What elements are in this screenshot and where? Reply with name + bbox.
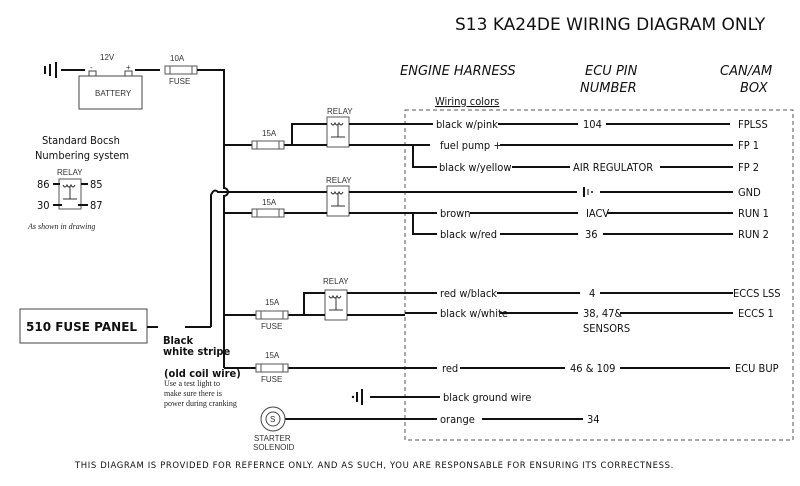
row-wires xyxy=(405,123,733,420)
pin-86: 86 xyxy=(37,178,50,191)
fuse-3-rating: 15A xyxy=(265,298,280,307)
wire-black-red: black w/red xyxy=(440,228,497,241)
box-run1: RUN 1 xyxy=(738,207,769,220)
fuse-3-label: FUSE xyxy=(261,322,282,331)
starter-symbol: S xyxy=(270,415,275,424)
pin-104: 104 xyxy=(583,118,602,131)
fuse-2 xyxy=(251,208,285,218)
battery-neg: - xyxy=(90,63,93,72)
box-ecu-bup: ECU BUP xyxy=(735,362,779,375)
bosch-title-1: Standard Bocsh xyxy=(42,134,120,147)
box-fp2: FP 2 xyxy=(738,161,759,174)
wire-brown: brown xyxy=(440,207,471,220)
wire-fuel-pump: fuel pump + xyxy=(440,139,502,152)
box-run2: RUN 2 xyxy=(738,228,769,241)
battery: BATTERY 12V - + xyxy=(44,53,160,110)
wire-red: red xyxy=(442,362,458,375)
box-fplss: FPLSS xyxy=(738,118,768,131)
ground-symbol xyxy=(351,389,363,405)
relay-3 xyxy=(324,289,348,321)
disclaimer: THIS DIAGRAM IS PROVIDED FOR REFERNCE ON… xyxy=(74,461,674,471)
main-fuse-label: FUSE xyxy=(169,77,190,86)
box-gnd: GND xyxy=(738,186,761,199)
fuse-4 xyxy=(255,363,289,373)
bosch-title-2: Numbering system xyxy=(35,149,129,162)
wire-black-white: black w/white xyxy=(440,307,508,320)
relay-3-label: RELAY xyxy=(323,277,349,286)
header-box: CAN/AM xyxy=(720,64,772,79)
relay-1-label: RELAY xyxy=(327,107,353,116)
header-engine-harness: ENGINE HARNESS xyxy=(400,64,516,79)
bosch-legend: Standard Bocsh Numbering system RELAY 86… xyxy=(27,134,129,231)
coil-note-2: Use a test light to xyxy=(164,379,220,388)
pin-sensors: SENSORS xyxy=(583,322,630,335)
header-ecu-number: NUMBER xyxy=(580,81,637,96)
relay-1 xyxy=(326,116,350,148)
fuse-2-rating: 15A xyxy=(262,198,277,207)
pin-air-regulator: AIR REGULATOR xyxy=(573,161,653,174)
relay-2 xyxy=(326,185,350,217)
battery-pos: + xyxy=(126,63,131,72)
pin-34: 34 xyxy=(587,413,600,426)
wire-black-ground: black ground wire xyxy=(443,391,531,404)
coil-note-3: make sure there is xyxy=(164,389,222,398)
main-fuse xyxy=(164,65,198,75)
power-bus xyxy=(197,69,229,368)
pin-38-47: 38, 47& xyxy=(583,307,622,320)
pin-87: 87 xyxy=(90,199,103,212)
starter-label-2: SOLENOID xyxy=(253,443,295,452)
starter-solenoid: S STARTER SOLENOID xyxy=(253,406,295,452)
wire-red-black: red w/black xyxy=(440,287,497,300)
fuse-1 xyxy=(251,140,285,150)
fuse-4-label: FUSE xyxy=(261,375,282,384)
header-ecu-pin: ECU PIN xyxy=(585,64,638,79)
header-box-2: BOX xyxy=(740,81,769,96)
coil-note: (old coil wire) xyxy=(164,367,241,380)
diagram-title: S13 KA24DE WIRING DIAGRAM ONLY xyxy=(455,15,766,35)
pin-46-109: 46 & 109 xyxy=(570,362,615,375)
battery-voltage: 12V xyxy=(100,53,115,62)
wire-black-pink: black w/pink xyxy=(436,118,498,131)
box-eccs-lss: ECCS LSS xyxy=(733,287,781,300)
fuse-3 xyxy=(255,310,289,320)
coil-note-4: power during cranking xyxy=(164,399,237,408)
battery-label: BATTERY xyxy=(95,89,132,98)
bosch-note: As shown in drawing xyxy=(27,222,95,231)
pin-4: 4 xyxy=(589,287,595,300)
pin-30: 30 xyxy=(37,199,50,212)
box-eccs1: ECCS 1 xyxy=(738,307,774,320)
fuse-4-rating: 15A xyxy=(265,351,280,360)
pin-85: 85 xyxy=(90,178,103,191)
box-fp1: FP 1 xyxy=(738,139,759,152)
wire-orange: orange xyxy=(440,413,475,426)
wire-black-yellow: black w/yellow xyxy=(439,161,511,174)
ecu-box-outline xyxy=(404,109,794,441)
relay-2-label: RELAY xyxy=(326,176,352,185)
wiring-colors-label: Wiring colors xyxy=(435,95,499,108)
fuse-panel xyxy=(19,308,148,344)
pin-36: 36 xyxy=(585,228,598,241)
wire-label-2: white stripe xyxy=(163,345,230,358)
wire-label-1: Black xyxy=(163,334,193,347)
fuse-1-rating: 15A xyxy=(262,129,277,138)
main-fuse-rating: 10A xyxy=(170,54,185,63)
bosch-relay-label: RELAY xyxy=(57,168,83,177)
fuse-panel-label: 510 FUSE PANEL xyxy=(26,320,137,334)
starter-label-1: STARTER xyxy=(254,434,291,443)
pin-iacv: IACV xyxy=(586,207,609,220)
